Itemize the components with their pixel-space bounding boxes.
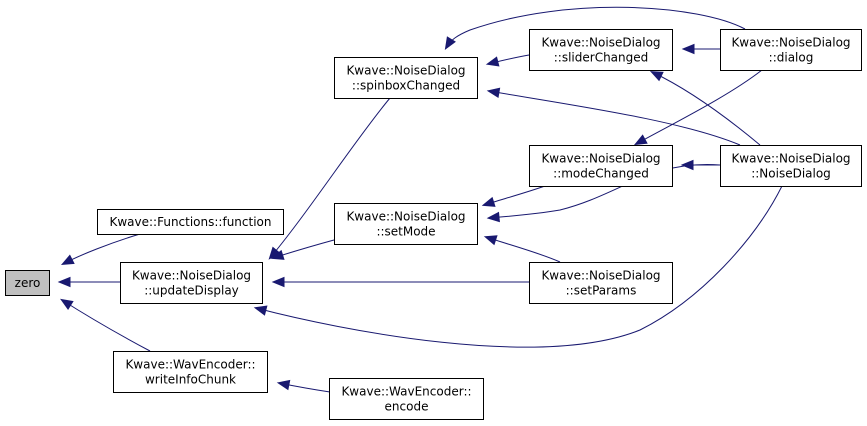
edge-line bbox=[488, 90, 741, 146]
node-box[interactable] bbox=[529, 29, 673, 71]
node-label: Kwave::NoiseDialog bbox=[731, 152, 850, 166]
edge-arrowhead bbox=[633, 134, 648, 146]
node-label: ::updateDisplay bbox=[144, 284, 239, 298]
node-box[interactable] bbox=[334, 203, 478, 245]
node-label: Kwave::WavEncoder:: bbox=[125, 358, 255, 372]
edge-line bbox=[445, 6, 746, 49]
edge-arrowhead bbox=[60, 254, 75, 266]
node-NoiseDialog[interactable]: Kwave::NoiseDialog::NoiseDialog bbox=[720, 145, 862, 187]
edge-dialog-to-sliderChanged bbox=[681, 43, 720, 55]
node-label: zero bbox=[15, 276, 41, 290]
node-label: Kwave::NoiseDialog bbox=[731, 36, 850, 50]
node-box[interactable] bbox=[720, 29, 862, 71]
node-label: Kwave::NoiseDialog bbox=[541, 152, 660, 166]
edge-arrowhead bbox=[485, 56, 500, 67]
node-label: Kwave::NoiseDialog bbox=[132, 269, 251, 283]
edge-setParams-to-setMode bbox=[483, 235, 561, 263]
node-label: ::sliderChanged bbox=[554, 51, 649, 65]
edge-setMode-to-updateDisplay bbox=[270, 239, 335, 260]
edge-line bbox=[485, 236, 561, 263]
edge-line bbox=[269, 97, 391, 259]
node-label: ::modeChanged bbox=[553, 167, 649, 181]
edge-dialog-to-spinboxChanged bbox=[444, 6, 746, 50]
node-writeInfoChunk[interactable]: Kwave::WavEncoder::writeInfoChunk bbox=[113, 351, 268, 393]
node-label: encode bbox=[385, 400, 429, 414]
edge-NoiseDialog-to-sliderChanged bbox=[649, 70, 761, 146]
node-label: Kwave::Functions::function bbox=[109, 215, 271, 229]
node-label: ::NoiseDialog bbox=[751, 167, 831, 181]
edge-arrowhead bbox=[444, 36, 456, 50]
edge-arrowhead bbox=[486, 87, 501, 98]
node-zero[interactable]: zero bbox=[5, 270, 50, 296]
node-updateDisplay[interactable]: Kwave::NoiseDialog::updateDisplay bbox=[120, 262, 263, 304]
edge-line bbox=[651, 71, 761, 146]
edge-line bbox=[61, 299, 151, 352]
edge-NoiseDialog-to-modeChanged bbox=[680, 159, 720, 171]
edge-writeInfoChunk-to-zero bbox=[60, 298, 151, 352]
node-label: ::spinboxChanged bbox=[352, 79, 460, 93]
edge-functions_function-to-zero bbox=[60, 233, 141, 266]
edge-arrowhead bbox=[486, 211, 500, 223]
node-modeChanged[interactable]: Kwave::NoiseDialog::modeChanged bbox=[529, 145, 673, 187]
edge-arrowhead bbox=[271, 276, 285, 288]
node-box[interactable] bbox=[113, 351, 268, 393]
edge-arrowhead bbox=[649, 70, 664, 82]
node-box[interactable] bbox=[529, 262, 673, 304]
node-label: Kwave::NoiseDialog bbox=[541, 269, 660, 283]
node-label: Kwave::NoiseDialog bbox=[541, 36, 660, 50]
node-box[interactable] bbox=[720, 145, 862, 187]
edge-setParams-to-updateDisplay bbox=[271, 276, 529, 288]
edge-arrowhead bbox=[253, 305, 268, 316]
node-box[interactable] bbox=[120, 262, 263, 304]
nodes-layer: zeroKwave::Functions::functionKwave::Noi… bbox=[5, 29, 862, 420]
node-label: Kwave::NoiseDialog bbox=[346, 210, 465, 224]
edge-NoiseDialog-to-spinboxChanged bbox=[486, 87, 741, 146]
node-setParams[interactable]: Kwave::NoiseDialog::setParams bbox=[529, 262, 673, 304]
edge-arrowhead bbox=[270, 249, 285, 260]
node-label: Kwave::NoiseDialog bbox=[346, 64, 465, 78]
edges-layer bbox=[57, 6, 783, 393]
edge-line bbox=[255, 185, 783, 348]
edge-arrowhead bbox=[60, 298, 74, 311]
edge-arrowhead bbox=[483, 235, 498, 246]
edge-NoiseDialog-to-setMode bbox=[486, 164, 721, 223]
node-label: Kwave::WavEncoder:: bbox=[341, 385, 471, 399]
node-label: ::setMode bbox=[376, 225, 435, 239]
edge-arrowhead bbox=[481, 196, 496, 207]
node-functions_function[interactable]: Kwave::Functions::function bbox=[97, 209, 284, 235]
edge-NoiseDialog-to-updateDisplay bbox=[253, 185, 783, 348]
edge-dialog-to-modeChanged bbox=[633, 69, 763, 146]
node-dialog[interactable]: Kwave::NoiseDialog::dialog bbox=[720, 29, 862, 71]
edge-line bbox=[488, 164, 721, 219]
node-box[interactable] bbox=[5, 270, 50, 296]
node-setMode[interactable]: Kwave::NoiseDialog::setMode bbox=[334, 203, 478, 245]
edge-arrowhead bbox=[680, 159, 694, 171]
edge-modeChanged-to-setMode bbox=[481, 185, 546, 207]
node-spinboxChanged[interactable]: Kwave::NoiseDialog::spinboxChanged bbox=[334, 57, 478, 99]
node-label: writeInfoChunk bbox=[145, 373, 236, 387]
edge-sliderChanged-to-spinboxChanged bbox=[485, 54, 530, 67]
edge-encode-to-writeInfoChunk bbox=[276, 379, 331, 393]
edge-line bbox=[62, 233, 141, 265]
node-sliderChanged[interactable]: Kwave::NoiseDialog::sliderChanged bbox=[529, 29, 673, 71]
edge-arrowhead bbox=[276, 379, 291, 391]
edge-arrowhead bbox=[681, 43, 695, 55]
edge-updateDisplay-to-zero bbox=[57, 276, 120, 288]
edge-line bbox=[635, 69, 763, 145]
node-label: ::setParams bbox=[566, 284, 637, 298]
node-encode[interactable]: Kwave::WavEncoder::encode bbox=[329, 378, 484, 420]
node-box[interactable] bbox=[97, 209, 284, 235]
edge-arrowhead bbox=[57, 276, 71, 288]
node-box[interactable] bbox=[529, 145, 673, 187]
node-box[interactable] bbox=[329, 378, 484, 420]
node-box[interactable] bbox=[334, 57, 478, 99]
node-label: ::dialog bbox=[769, 51, 814, 65]
